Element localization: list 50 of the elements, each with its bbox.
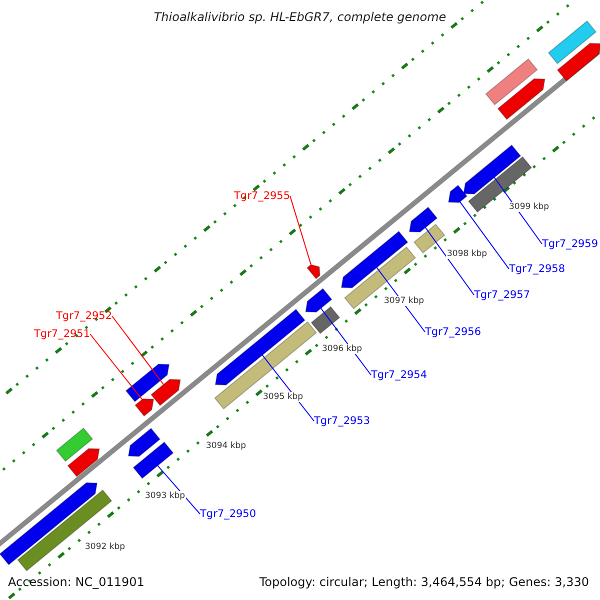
gene-bar (548, 20, 597, 64)
gene-feature (305, 288, 332, 313)
gene-label: Tgr7_2950 (200, 508, 256, 520)
genome-summary: Topology: circular; Length: 3,464,554 bp; Genes: 3,330 (258, 574, 590, 590)
gene-label: Tgr7_2956 (425, 326, 482, 338)
scale-label: 3096 kbp (321, 344, 364, 354)
gene-feature (214, 308, 306, 386)
gene-label: Tgr7_2954 (371, 369, 428, 381)
gene-feature (67, 448, 100, 478)
scale-label: 3093 kbp (144, 491, 186, 501)
scale-label: 3094 kbp (205, 441, 248, 451)
gene-bar (310, 306, 340, 334)
scale-label: 3097 kbp (383, 296, 426, 306)
leader-line (459, 201, 510, 270)
leader-line (112, 316, 164, 385)
gene-label: Tgr7_2955 (234, 190, 290, 202)
accession-note: Accession: NC_011901 (7, 574, 146, 590)
gene-feature (408, 206, 438, 233)
gene-bar (413, 224, 446, 254)
gene-bar (468, 156, 532, 213)
gene-label: Tgr7_2952 (56, 310, 112, 322)
leader-line (290, 196, 312, 266)
leader-line (90, 334, 143, 400)
gene-feature (306, 264, 320, 280)
gene-label: Tgr7_2958 (509, 263, 566, 275)
scale-label: 3092 kbp (84, 542, 126, 552)
gene-feature (125, 364, 170, 402)
gene-label: Tgr7_2951 (34, 328, 90, 340)
gene-bar (56, 427, 94, 462)
scale-label: 3095 kbp (262, 392, 304, 402)
gene-feature (134, 398, 154, 417)
gene-bar (485, 58, 538, 106)
scale-label: 3099 kbp (508, 202, 550, 212)
gene-feature (340, 230, 408, 288)
gene-feature (448, 184, 468, 203)
gene-bar (132, 441, 174, 480)
gene-label: Tgr7_2953 (314, 415, 370, 427)
gene-label: Tgr7_2959 (542, 238, 598, 250)
gene-feature (497, 78, 546, 120)
gene-feature (556, 42, 600, 82)
gene-feature (463, 144, 522, 195)
title: Thioalkalivibrio sp. HL-EbGR7, complete genome (152, 10, 448, 24)
leader-line (376, 267, 426, 332)
gene-feature (128, 428, 161, 457)
gene-label: Tgr7_2957 (474, 289, 530, 301)
gene-bar (214, 321, 318, 410)
leader-line (424, 227, 474, 296)
leader-line (157, 465, 200, 514)
gene-feature (150, 378, 181, 406)
scale-label: 3098 kbp (446, 249, 488, 259)
